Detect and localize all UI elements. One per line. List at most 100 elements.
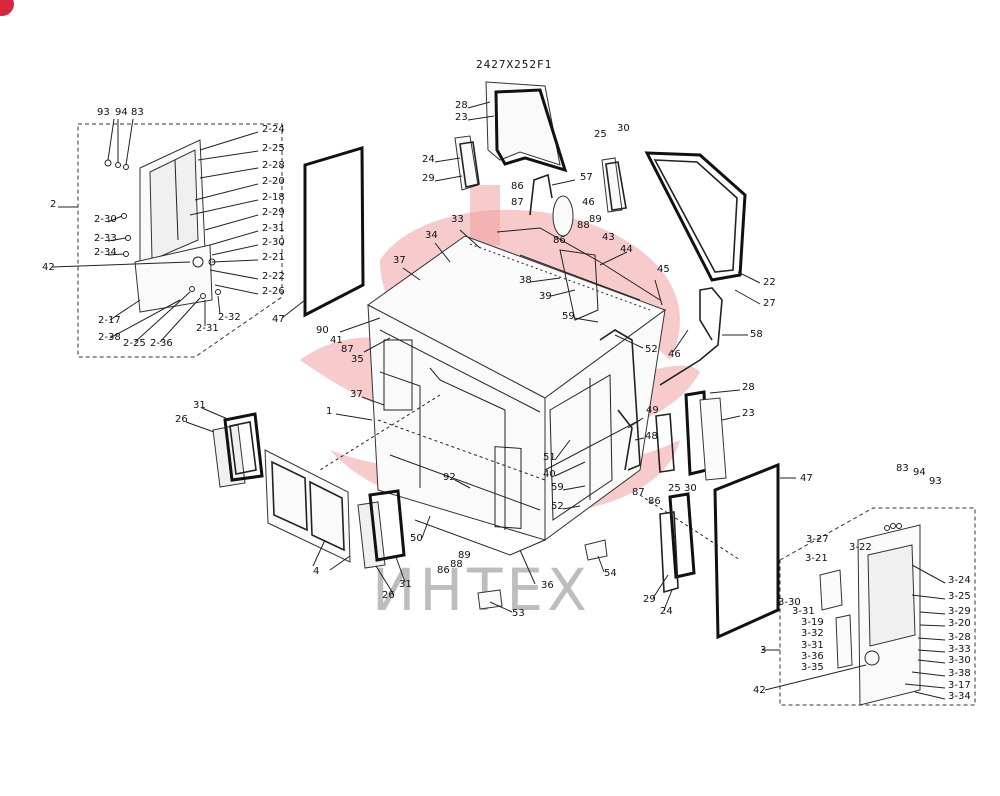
part-label: 3-19	[801, 617, 824, 628]
part-label: 47	[800, 473, 813, 484]
part-label: 2-25	[123, 338, 146, 349]
left-door-assembly	[51, 118, 283, 358]
part-label: 3	[760, 645, 766, 656]
left-window-seal	[281, 145, 365, 319]
part-label: 37	[393, 255, 406, 266]
bracket-54	[584, 539, 608, 561]
part-label: 2-28	[262, 160, 285, 171]
part-label: 86	[511, 181, 524, 192]
part-label: 88	[450, 559, 463, 570]
drawing-code: 2427X252F1	[476, 58, 552, 71]
part-label: 93	[929, 476, 942, 487]
part-label: 35	[351, 354, 364, 365]
part-label: 48	[645, 431, 658, 442]
rear-window	[644, 151, 761, 305]
part-label: 44	[620, 244, 633, 255]
part-label: 3-25	[948, 591, 971, 602]
part-label: 87	[341, 344, 354, 355]
part-label: 51	[543, 452, 556, 463]
cable-58	[659, 287, 723, 386]
part-label: 93	[97, 107, 110, 118]
part-label: 53	[512, 608, 525, 619]
part-label: 2-32	[218, 312, 241, 323]
front-upper-window	[467, 81, 568, 173]
part-label: 30	[684, 483, 697, 494]
part-label: 2-30	[94, 214, 117, 225]
part-label: 3-30	[778, 597, 801, 608]
part-label: 1	[326, 406, 332, 417]
part-label: 38	[519, 275, 532, 286]
part-label: 33	[451, 214, 464, 225]
part-label: 2-36	[150, 338, 173, 349]
part-label: 3-24	[948, 575, 971, 586]
part-label: 3-31	[792, 606, 815, 617]
part-label: 83	[896, 463, 909, 474]
part-label: 3-30	[948, 655, 971, 666]
part-label: 2-26	[262, 286, 285, 297]
part-label: 23	[455, 112, 468, 123]
upper-small-window-left	[434, 135, 480, 191]
part-label: 28	[455, 100, 468, 111]
part-label: 94	[115, 107, 128, 118]
part-label: 54	[604, 568, 617, 579]
part-label: 2	[50, 199, 56, 210]
part-label: 83	[131, 107, 144, 118]
part-label: 41	[330, 335, 343, 346]
part-label: 57	[580, 172, 593, 183]
part-label: 45	[657, 264, 670, 275]
right-door-assembly	[762, 507, 976, 706]
part-label: 3-20	[948, 618, 971, 629]
part-label: 88	[577, 220, 590, 231]
part-label: 3-32	[801, 628, 824, 639]
part-label: 46	[668, 349, 681, 360]
part-label: 2-38	[98, 332, 121, 343]
part-label: 3-17	[948, 680, 971, 691]
upper-small-window-right	[601, 157, 627, 213]
part-label: 31	[193, 400, 206, 411]
part-label: 2-22	[262, 271, 285, 282]
part-label: 92	[443, 472, 456, 483]
part-label: 3-35	[801, 662, 824, 673]
part-label: 25	[594, 129, 607, 140]
part-label: 24	[422, 154, 435, 165]
part-label: 87	[632, 487, 645, 498]
handrail-57	[529, 173, 553, 216]
corner-mark-icon	[0, 0, 14, 16]
part-label: 2-20	[262, 176, 285, 187]
right-window-seal	[713, 462, 796, 640]
part-label: 29	[422, 173, 435, 184]
part-label: 25	[668, 483, 681, 494]
part-label: 39	[539, 291, 552, 302]
part-label: 58	[750, 329, 763, 340]
part-label: 90	[316, 325, 329, 336]
sliding-window-4	[264, 449, 351, 567]
part-label: 3-27	[806, 534, 829, 545]
part-label: 59	[562, 311, 575, 322]
mirror-46	[552, 195, 574, 237]
part-label: 3-36	[801, 651, 824, 662]
part-label: 3-34	[948, 691, 971, 702]
part-label: 37	[350, 389, 363, 400]
part-label: 29	[643, 594, 656, 605]
part-label: 46	[582, 197, 595, 208]
part-label: 86	[437, 565, 450, 576]
part-label: 49	[646, 405, 659, 416]
part-label: 2-30	[262, 237, 285, 248]
part-label: 26	[175, 414, 188, 425]
part-label: 2-21	[262, 252, 285, 263]
part-label: 2-33	[94, 233, 117, 244]
part-label: 86	[648, 496, 661, 507]
part-label: 3-28	[948, 632, 971, 643]
leader-lines	[185, 229, 741, 613]
part-label: 2-29	[262, 207, 285, 218]
part-label: 52	[551, 501, 564, 512]
part-label: 2-34	[94, 247, 117, 258]
part-label: 30	[617, 123, 630, 134]
part-label: 3-21	[805, 553, 828, 564]
part-label: 3-31	[801, 640, 824, 651]
watermark-text: ИНТЕХ	[372, 556, 591, 624]
part-label: 22	[763, 277, 776, 288]
part-label: 24	[660, 606, 673, 617]
